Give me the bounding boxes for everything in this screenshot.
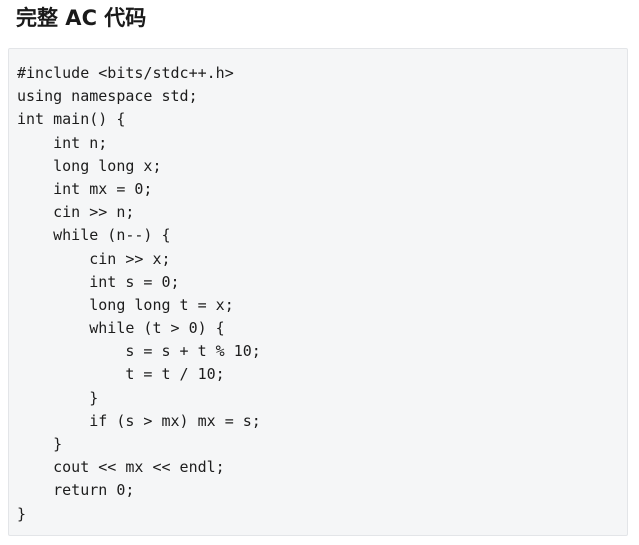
code-block[interactable]: #include <bits/stdc++.h> using namespace … xyxy=(8,48,628,536)
code-line-5: long long x; xyxy=(17,156,162,175)
code-line-17: } xyxy=(17,435,63,453)
code-line-8: while (n--) { xyxy=(17,226,171,245)
code-line-11: long long t = x; xyxy=(17,295,234,314)
code-line-19: return 0; xyxy=(17,481,135,500)
code-line-14: t = t / 10; xyxy=(17,365,225,384)
code-line-4: int n; xyxy=(17,133,108,152)
code-line-20: } xyxy=(17,504,27,523)
section-title: 完整 AC 代码 xyxy=(16,6,147,30)
code-line-9: cin >> x; xyxy=(17,249,171,268)
code-line-12: while (t > 0) { xyxy=(17,319,225,338)
code-text[interactable]: #include <bits/stdc++.h> using namespace … xyxy=(9,49,627,526)
code-line-3: int main() { xyxy=(17,110,126,129)
code-line-15: } xyxy=(17,388,99,407)
code-line-7: cin >> n; xyxy=(17,203,135,222)
code-line-18: cout << mx << endl; xyxy=(17,458,225,477)
code-line-16: if (s > mx) mx = s; xyxy=(17,411,261,430)
code-line-10: int s = 0; xyxy=(17,272,180,291)
code-line-13: s = s + t % 10; xyxy=(17,342,261,361)
code-line-1: #include <bits/stdc++.h> xyxy=(17,64,234,82)
code-line-2: using namespace std; xyxy=(17,87,198,106)
code-line-6: int mx = 0; xyxy=(17,179,153,198)
